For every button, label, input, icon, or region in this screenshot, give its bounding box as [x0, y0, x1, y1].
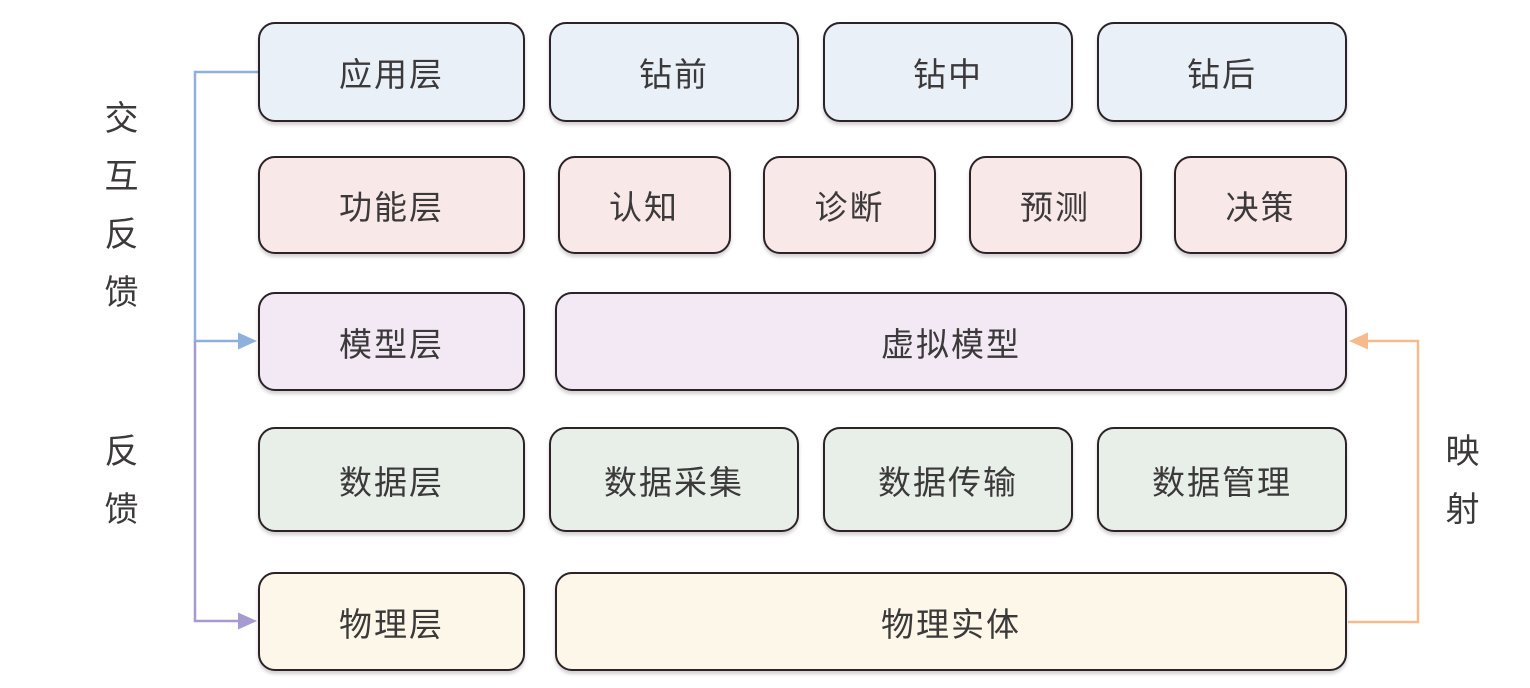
mapping-arrow-head-icon — [1349, 332, 1368, 350]
feedback-arrow-head-icon — [238, 612, 257, 630]
application-layer-row: 应用层 钻前 钻中 钻后 — [258, 22, 1347, 122]
box-pre-drilling: 钻前 — [549, 22, 799, 122]
box-model-layer: 模型层 — [258, 292, 525, 391]
interaction-feedback-arrow-line — [193, 70, 258, 343]
box-cognition: 认知 — [557, 156, 731, 254]
label-feedback: 反馈 — [99, 433, 137, 549]
box-data-layer: 数据层 — [258, 427, 525, 532]
box-prediction: 预测 — [968, 156, 1142, 254]
box-data-management: 数据管理 — [1097, 427, 1347, 532]
box-physical-layer: 物理层 — [258, 572, 525, 671]
mapping-arrow-line — [1348, 339, 1420, 624]
feedback-arrow-line — [193, 341, 240, 623]
box-post-drilling: 钻后 — [1097, 22, 1347, 122]
box-while-drilling: 钻中 — [823, 22, 1073, 122]
interaction-feedback-arrow-head-icon — [238, 332, 257, 350]
box-application-layer: 应用层 — [258, 22, 525, 122]
box-virtual-model: 虚拟模型 — [555, 292, 1347, 391]
box-data-transmission: 数据传输 — [823, 427, 1073, 532]
data-layer-row: 数据层 数据采集 数据传输 数据管理 — [258, 427, 1347, 532]
box-function-layer: 功能层 — [258, 156, 525, 254]
box-physical-entity: 物理实体 — [555, 572, 1347, 671]
box-decision: 决策 — [1174, 156, 1347, 254]
box-diagnosis: 诊断 — [763, 156, 936, 254]
model-layer-row: 模型层 虚拟模型 — [258, 292, 1347, 391]
label-interaction-feedback: 交互反馈 — [99, 100, 137, 332]
box-data-collection: 数据采集 — [549, 427, 799, 532]
physical-layer-row: 物理层 物理实体 — [258, 572, 1347, 671]
label-mapping: 映射 — [1440, 433, 1478, 549]
function-layer-row: 功能层 认知 诊断 预测 决策 — [258, 156, 1347, 254]
